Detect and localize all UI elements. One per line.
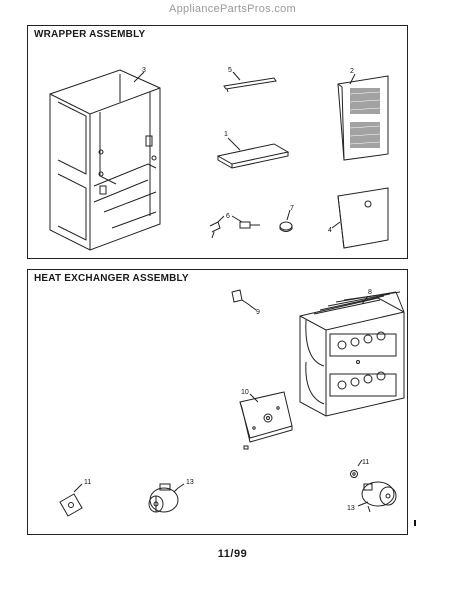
small-bracket-part <box>231 289 249 305</box>
wrapper-assembly-diagram: 3 5 2 1 <box>49 67 389 251</box>
label-part-8: 8 <box>368 289 372 296</box>
label-part-3: 3 <box>142 67 146 74</box>
label-part-1: 1 <box>224 131 228 138</box>
heat-exchanger-assembly-diagram: 9 8 <box>59 289 405 517</box>
wrapper-assembly-title: WRAPPER ASSEMBLY <box>34 29 146 40</box>
label-part-13-right: 13 <box>347 505 355 512</box>
inducer-motor-part-right <box>361 481 397 513</box>
margin-tick <box>414 520 416 526</box>
heat-exchanger-assembly-title: HEAT EXCHANGER ASSEMBLY <box>34 273 189 284</box>
label-part-11-left: 11 <box>84 479 91 486</box>
bottom-plate-part <box>216 143 290 169</box>
control-panel-part <box>239 391 293 450</box>
label-part-7: 7 <box>290 205 294 212</box>
hardware-bracket-part <box>209 221 260 239</box>
heat-exchanger-assembly-panel: HEAT EXCHANGER ASSEMBLY 9 <box>27 269 408 535</box>
inducer-motor-part-left <box>148 483 179 513</box>
label-part-4: 4 <box>328 227 332 234</box>
top-bar-part <box>223 77 277 93</box>
site-watermark: AppliancePartsPros.com <box>168 3 297 15</box>
label-part-2: 2 <box>350 68 354 75</box>
page-footer-date: 11/99 <box>217 548 248 560</box>
access-panel-part <box>337 187 389 249</box>
wrapper-assembly-panel: WRAPPER ASSEMBLY 3 <box>27 25 408 259</box>
label-part-5: 5 <box>228 67 232 74</box>
plug-part <box>279 221 293 232</box>
cabinet-wrapper-part <box>49 69 161 251</box>
label-part-6: 6 <box>226 213 230 220</box>
label-part-9: 9 <box>256 309 260 316</box>
label-part-10: 10 <box>241 389 249 396</box>
label-part-11-right: 11 <box>362 459 369 466</box>
small-ring-part-right <box>350 470 358 478</box>
heat-exchanger-part <box>299 291 405 417</box>
louvered-panel-part <box>337 75 389 161</box>
label-part-13-left: 13 <box>186 479 194 486</box>
gasket-part-left <box>59 493 83 517</box>
